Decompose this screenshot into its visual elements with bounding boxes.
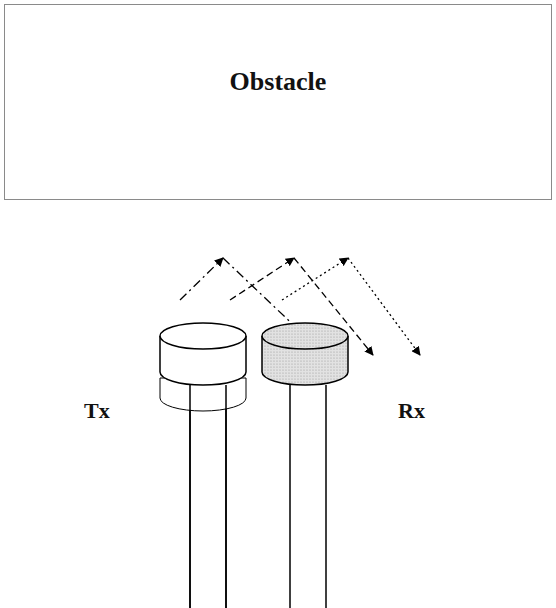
echo-path [282,258,348,300]
obstacle-box: Obstacle [4,4,552,200]
tx-transducer [160,323,246,608]
transducer-label: Tx [84,398,110,424]
echo-path [348,258,420,355]
echo-path [230,258,294,300]
transducer-label: Rx [398,398,425,424]
obstacle-label: Obstacle [5,5,551,97]
rx-transducer [262,323,348,608]
echo-path [180,258,223,300]
